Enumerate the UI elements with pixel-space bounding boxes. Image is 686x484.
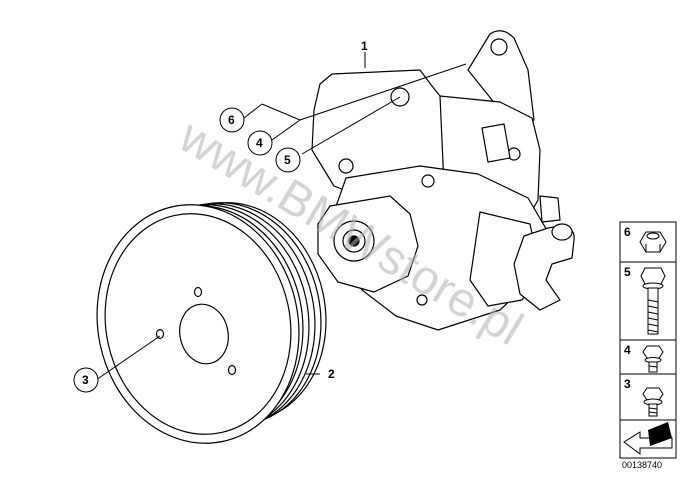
short-bolt-icon xyxy=(642,345,664,373)
callout-5: 5 xyxy=(284,153,291,167)
callout-3: 3 xyxy=(82,373,89,387)
callout-4: 4 xyxy=(256,136,263,150)
long-bolt-icon xyxy=(640,267,666,335)
callout-6: 6 xyxy=(228,113,235,127)
callout-1: 1 xyxy=(361,39,368,53)
side-panel-label-3: 3 xyxy=(624,377,631,391)
power-steering-pump-drawing xyxy=(311,30,575,331)
leader-lines xyxy=(95,52,467,381)
side-panel xyxy=(619,221,677,459)
pulley-drawing xyxy=(96,202,327,444)
side-panel-label-5: 5 xyxy=(624,265,631,279)
reference-code: 00138740 xyxy=(622,460,663,470)
side-panel-label-4: 4 xyxy=(624,343,631,357)
side-panel-label-6: 6 xyxy=(624,225,631,239)
callout-2: 2 xyxy=(328,367,335,381)
direction-arrow-icon xyxy=(623,422,673,455)
callout-circles xyxy=(73,107,301,393)
flange-bolt-icon xyxy=(642,387,664,417)
hex-nut-icon xyxy=(639,231,667,253)
